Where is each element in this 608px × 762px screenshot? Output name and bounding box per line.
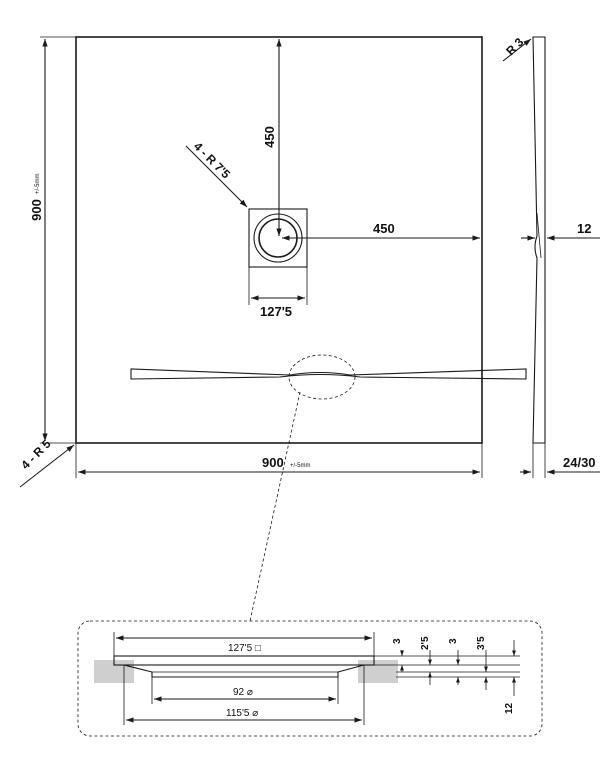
side-radius-leader xyxy=(502,38,532,62)
side-radius-label: R 3 xyxy=(503,35,526,58)
detail-frame xyxy=(77,620,543,737)
detail-r3-text: 3 xyxy=(448,638,459,644)
detail-callout-ellipse xyxy=(288,354,356,400)
tray-side-profile xyxy=(532,36,546,444)
detail-bottom-dimension-text: 115'5 ⌀ xyxy=(226,708,258,719)
detail-leader xyxy=(249,391,301,622)
section-view xyxy=(130,354,527,622)
corner-radius-leader xyxy=(19,444,75,488)
corner-radius-label: 4 - R 5 xyxy=(18,437,54,473)
drain-flange xyxy=(113,655,375,666)
detail-r2-text: 2'5 xyxy=(420,636,431,650)
side-edge-dimension-text: 24/30 xyxy=(563,455,596,470)
height-tolerance-text: +/-5mm xyxy=(35,173,41,194)
detail-mid-dimension-text: 92 ⌀ xyxy=(233,687,253,698)
width-dimension-text: 900 xyxy=(262,455,284,470)
side-mid-dimension-text: 12 xyxy=(577,221,591,236)
detail-r4-text: 3'5 xyxy=(476,636,487,650)
drain-vertical-dimension-text: 450 xyxy=(262,126,277,148)
detail-view: 127'5 □ 92 ⌀ 115'5 ⌀ 3 2'5 xyxy=(77,620,543,737)
detail-r1-text: 3 xyxy=(392,638,403,644)
drain-radius-label: 4 - R 7'5 xyxy=(191,139,233,181)
detail-right-dimensions xyxy=(400,640,516,696)
detail-top-dimension-text: 127'5 □ xyxy=(228,643,261,654)
height-dimension-text: 900 xyxy=(29,199,44,221)
detail-r5-text: 12 xyxy=(504,702,515,714)
drain-horizontal-dimension-text: 450 xyxy=(373,221,395,236)
tray-section xyxy=(130,368,527,380)
drain-radius-leader xyxy=(185,145,248,208)
shade-right xyxy=(358,660,398,683)
width-tolerance-text: +/-5mm xyxy=(290,463,311,469)
plan-view: 900 +/-5mm 900 +/-5mm 450 450 127'5 4 - … xyxy=(18,36,483,488)
tray-outline xyxy=(75,36,483,444)
drain-size-dimension-text: 127'5 xyxy=(260,304,292,319)
drain-body xyxy=(123,664,365,678)
side-view: R 3 12 24/30 xyxy=(502,35,600,478)
